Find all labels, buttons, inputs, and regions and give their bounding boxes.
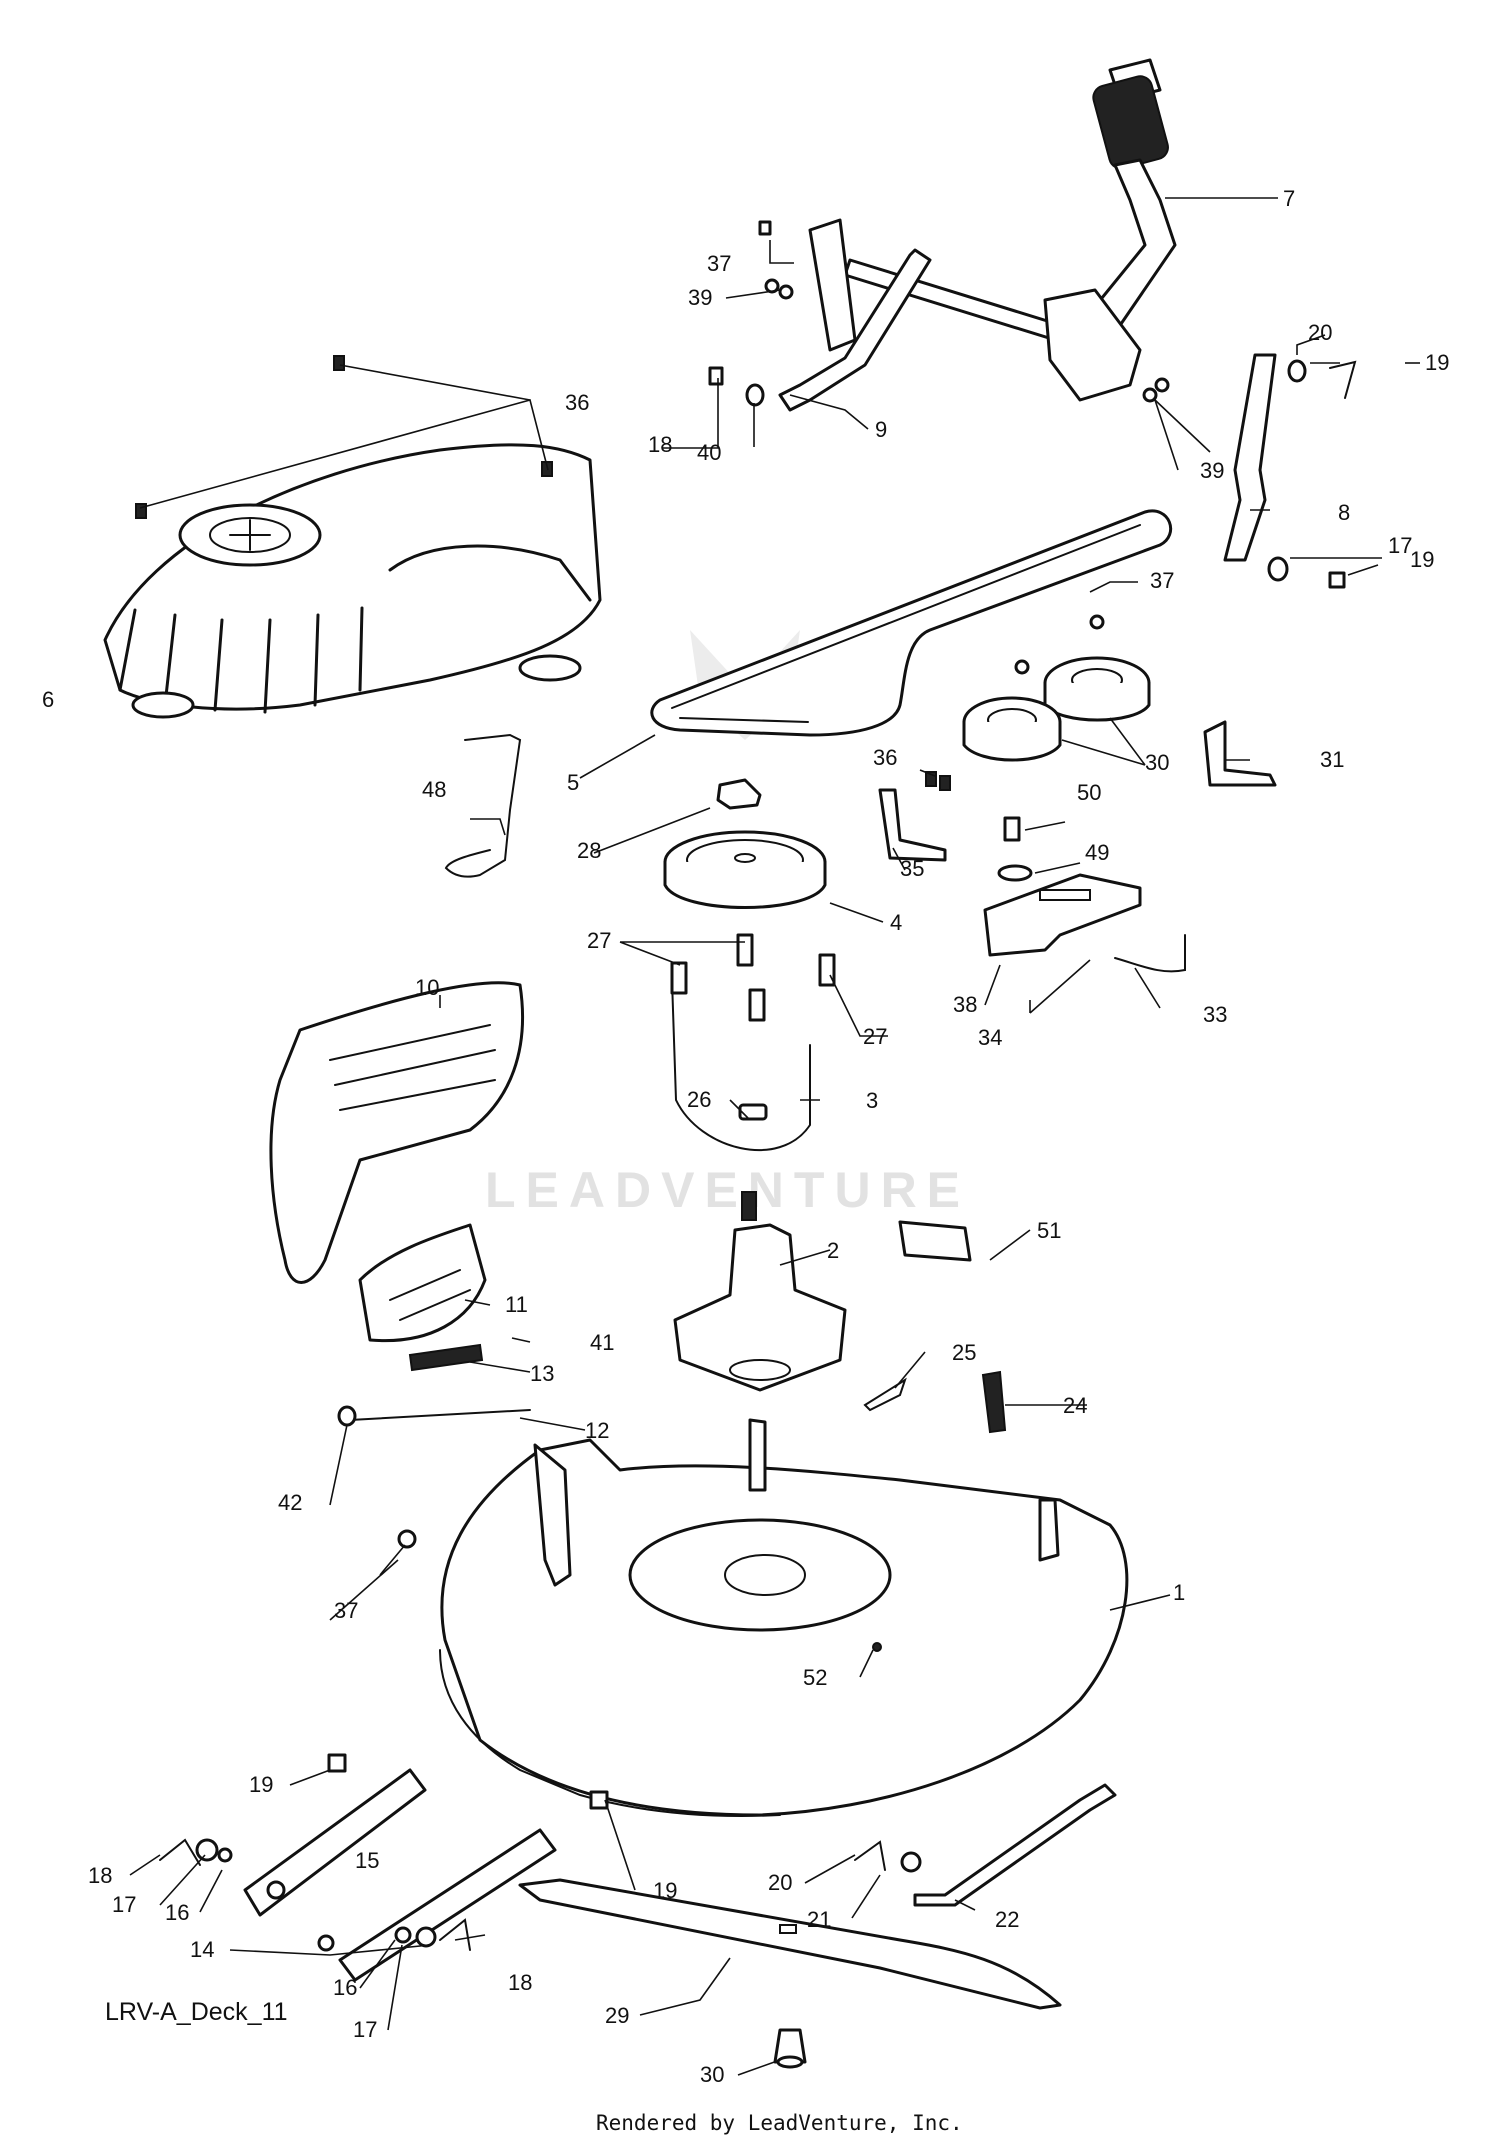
part-24-spring (981, 1370, 1007, 1434)
callout-33: 33 (1203, 1002, 1227, 1027)
part-25-hairpin-clip (863, 1377, 907, 1412)
callout-19: 19 (1410, 547, 1434, 572)
callout-22: 22 (995, 1907, 1019, 1932)
callout-50: 50 (1077, 780, 1101, 805)
callout-9: 9 (875, 417, 887, 442)
callout-25: 25 (952, 1340, 976, 1365)
part-11-chute-deflector (358, 1223, 487, 1343)
callout-7: 7 (1283, 186, 1295, 211)
part-32-belt-guide (1203, 720, 1277, 787)
callout-2: 2 (827, 1238, 839, 1263)
callout-32: 31 (1320, 747, 1344, 772)
callout-29: 29 (605, 2003, 629, 2028)
callout-31: 30 (1145, 750, 1169, 775)
callout-35: 35 (900, 856, 924, 881)
part-6-belt-cover (103, 443, 602, 719)
callout-17: 17 (1388, 533, 1412, 558)
callout-13: 13 (530, 1361, 554, 1386)
callout-20: 19 (1425, 350, 1449, 375)
callout-37: 37 (707, 251, 731, 276)
callout-5: 5 (567, 770, 579, 795)
watermark-text: LEADVENTURE (485, 1162, 970, 1218)
callout-14: 14 (190, 1937, 214, 1962)
part-38-idler-bracket (983, 873, 1142, 957)
callout-51: 51 (1037, 1218, 1061, 1243)
part-26-spacer (738, 1103, 768, 1121)
part-28-pulley-nut (716, 778, 762, 810)
callout-28: 28 (577, 838, 601, 863)
callout-21: 21 (807, 1907, 831, 1932)
part-12-chute-rod (349, 1409, 531, 1421)
render-credit: Rendered by LeadVenture, Inc. (596, 2111, 963, 2135)
callout-19: 19 (653, 1878, 677, 1903)
part-3-belt-keeper (671, 979, 811, 1151)
callout-42: 42 (278, 1490, 302, 1515)
callout-21: 20 (1308, 320, 1332, 345)
part-5-drive-belt (650, 509, 1173, 737)
part-48-rod (444, 733, 522, 878)
part-27-spindle-bolts (670, 933, 836, 1022)
part-52-plug (872, 1642, 882, 1652)
part-22-rear-rod (913, 1783, 1117, 1907)
part-30-blade-bolt (773, 2028, 807, 2069)
callout-17: 17 (112, 1892, 136, 1917)
callout-17: 17 (353, 2017, 377, 2042)
part-51-bumper (898, 1220, 972, 1262)
callout-24: 24 (1063, 1393, 1087, 1418)
callout-48: 48 (422, 777, 446, 802)
callout-37: 37 (1150, 568, 1174, 593)
callout-36: 36 (565, 390, 589, 415)
leader-lines (129, 197, 1420, 2076)
callout-19: 19 (249, 1772, 273, 1797)
diagram-id-label: LRV-A_Deck_11 (105, 1998, 288, 2026)
callout-11: 11 (505, 1292, 528, 1317)
callout-27: 27 (587, 928, 611, 953)
callout-52: 52 (803, 1665, 827, 1690)
callout-15: 15 (355, 1848, 379, 1873)
part-49-washer (997, 864, 1033, 882)
part-4-spindle-pulley (663, 830, 827, 909)
callout-41: 41 (590, 1330, 614, 1355)
callout-26: 26 (687, 1087, 711, 1112)
part-35-belt-guide (878, 788, 947, 862)
callout-3: 3 (866, 1088, 878, 1113)
callout-36: 36 (873, 745, 897, 770)
callout-18: 18 (88, 1863, 112, 1888)
callout-18: 18 (508, 1970, 532, 1995)
callout-1: 1 (1173, 1580, 1185, 1605)
part-29-blade (518, 1878, 1062, 2010)
callout-16: 16 (333, 1975, 357, 2000)
callout-27: 27 (863, 1024, 887, 1049)
part-9-lift-link (778, 248, 932, 412)
callout-38: 38 (953, 992, 977, 1017)
part-1-mower-deck (439, 1418, 1129, 1817)
part-31-idler-pulleys (962, 656, 1151, 762)
part-42-pushnut (337, 1405, 357, 1427)
callout-10: 10 (415, 975, 439, 1000)
callout-20: 20 (768, 1870, 792, 1895)
part-lift-shaft (808, 218, 1142, 402)
callout-30: 30 (700, 2062, 724, 2087)
callout-39: 39 (1200, 458, 1224, 483)
callout-37: 37 (334, 1598, 358, 1623)
callout-39: 39 (688, 285, 712, 310)
part-33-belt-guide (1114, 934, 1186, 973)
callout-4: 4 (890, 910, 902, 935)
part-2-spindle-assembly (673, 1191, 847, 1392)
part-10-discharge-chute (269, 981, 524, 1284)
callout-19: 18 (648, 432, 672, 457)
part-50-bolt (1003, 816, 1021, 842)
callout-16: 16 (165, 1900, 189, 1925)
callout-8: 8 (1338, 500, 1350, 525)
small-hardware (159, 220, 1357, 1952)
part-13-chute-spring (408, 1343, 484, 1372)
callout-40: 40 (697, 440, 721, 465)
callout-49: 49 (1085, 840, 1109, 865)
callout-34: 34 (978, 1025, 1002, 1050)
callout-12: 12 (585, 1418, 609, 1443)
callout-labels: 7 37 39 36 20 19 18 40 9 39 8 17 19 37 6… (42, 186, 1449, 2087)
part-8-hanger-bracket (1223, 353, 1277, 562)
callout-6: 6 (42, 687, 54, 712)
